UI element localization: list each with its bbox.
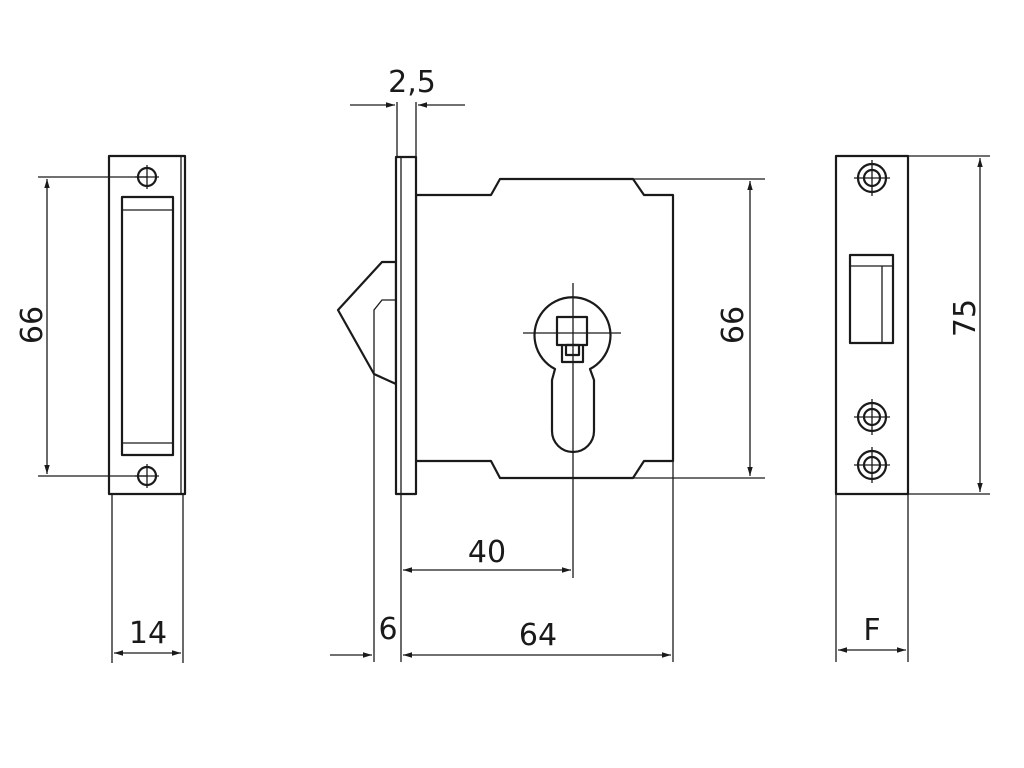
strike-plate-outline [107,154,187,496]
lock-case-outline [414,177,675,480]
faceplate-side [394,155,418,496]
latch-bolt [336,260,398,386]
dim-label-faceplate-width: F [863,613,880,648]
strike-plate-view: 66 14 [15,154,187,663]
faceplate-screw-hole-bottom-icon [854,447,890,483]
latch-bolt-inner [373,299,396,374]
dim-label-latch-projection: 6 [378,612,397,647]
dim-label-strike-width: 14 [129,616,167,651]
dim-label-faceplate-thickness: 2,5 [388,65,436,100]
latch-window [848,253,895,345]
lock-body-view: 2,5 40 6 64 66 [330,65,765,662]
dim-label-faceplate-height: 75 [948,299,983,337]
faceplate-outline [834,154,910,496]
faceplate-screw-hole-middle-icon [854,399,890,435]
dim-label-strike-height: 66 [15,306,50,344]
dim-label-case-height: 66 [716,306,751,344]
dim-label-backset: 40 [468,535,506,570]
dim-label-case-depth: 64 [519,618,557,653]
cylinder-cam [555,315,589,347]
cylinder-hole-icon [533,296,612,454]
faceplate-screw-hole-top-icon [854,160,890,196]
faceplate-front-view: 75 F [834,154,990,662]
strike-opening [120,195,175,457]
